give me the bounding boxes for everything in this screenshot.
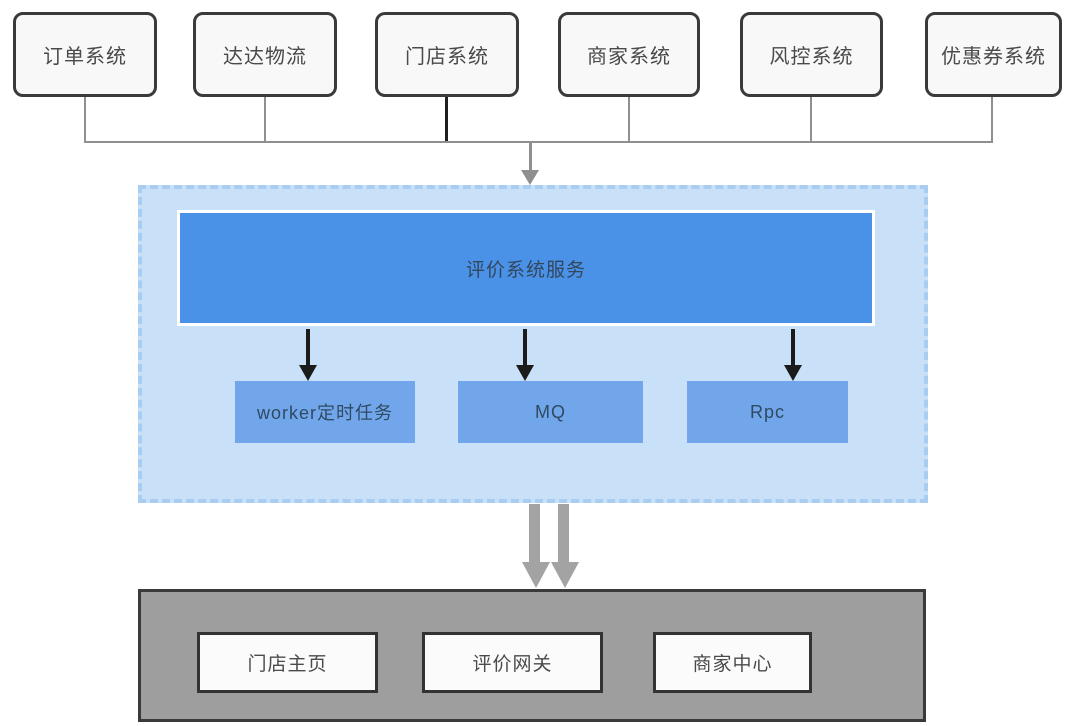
component-down-arrow-icon-mq — [516, 365, 534, 381]
frontend-down-arrow-icon-left — [522, 562, 550, 588]
frontend-arrow-shaft-right — [558, 504, 569, 562]
component-box-mq: MQ — [458, 381, 643, 443]
component-down-arrow-icon-rpc — [784, 365, 802, 381]
system-box-label: 商家系统 — [587, 46, 671, 68]
component-box-rpc: Rpc — [687, 381, 848, 443]
connector-line-merchant — [628, 97, 630, 142]
frontend-box-label: 评价网关 — [472, 654, 553, 675]
bus-line — [84, 141, 993, 143]
frontend-box-store-home: 门店主页 — [197, 632, 378, 693]
component-arrow-shaft-rpc — [791, 329, 795, 366]
connector-line-dada — [264, 97, 266, 142]
connector-line-store — [445, 97, 448, 142]
system-box-store: 门店系统 — [375, 12, 519, 97]
center-arrow-shaft — [529, 142, 532, 171]
frontend-box-label: 商家中心 — [692, 654, 773, 675]
system-box-dada-logistics: 达达物流 — [193, 12, 337, 97]
component-box-label: MQ — [535, 401, 566, 422]
system-box-label: 达达物流 — [223, 46, 307, 68]
connector-line-coupon — [991, 97, 993, 142]
frontend-box-label: 门店主页 — [247, 654, 328, 675]
connector-line-order — [84, 97, 86, 142]
system-box-merchant: 商家系统 — [558, 12, 700, 97]
frontend-box-review-gateway: 评价网关 — [422, 632, 603, 693]
connector-line-risk — [810, 97, 812, 142]
system-box-label: 风控系统 — [769, 46, 854, 68]
component-box-label: Rpc — [749, 401, 785, 422]
frontend-box-merchant-center: 商家中心 — [653, 632, 812, 693]
system-box-label: 门店系统 — [405, 46, 489, 68]
component-box-label: worker定时任务 — [256, 403, 393, 423]
frontend-arrow-shaft-left — [529, 504, 540, 562]
center-down-arrow-icon — [521, 170, 539, 185]
system-box-order: 订单系统 — [13, 12, 157, 97]
component-arrow-shaft-mq — [523, 329, 527, 366]
component-box-worker: worker定时任务 — [235, 381, 415, 443]
system-box-risk-control: 风控系统 — [740, 12, 883, 97]
component-down-arrow-icon-worker — [299, 365, 317, 381]
service-box-label: 评价系统服务 — [465, 259, 586, 281]
system-box-label: 订单系统 — [43, 46, 127, 68]
frontend-down-arrow-icon-right — [551, 562, 579, 588]
system-box-label: 优惠券系统 — [941, 46, 1046, 68]
system-box-coupon: 优惠券系统 — [925, 12, 1062, 97]
component-arrow-shaft-worker — [306, 329, 310, 366]
service-box: 评价系统服务 — [177, 210, 875, 326]
